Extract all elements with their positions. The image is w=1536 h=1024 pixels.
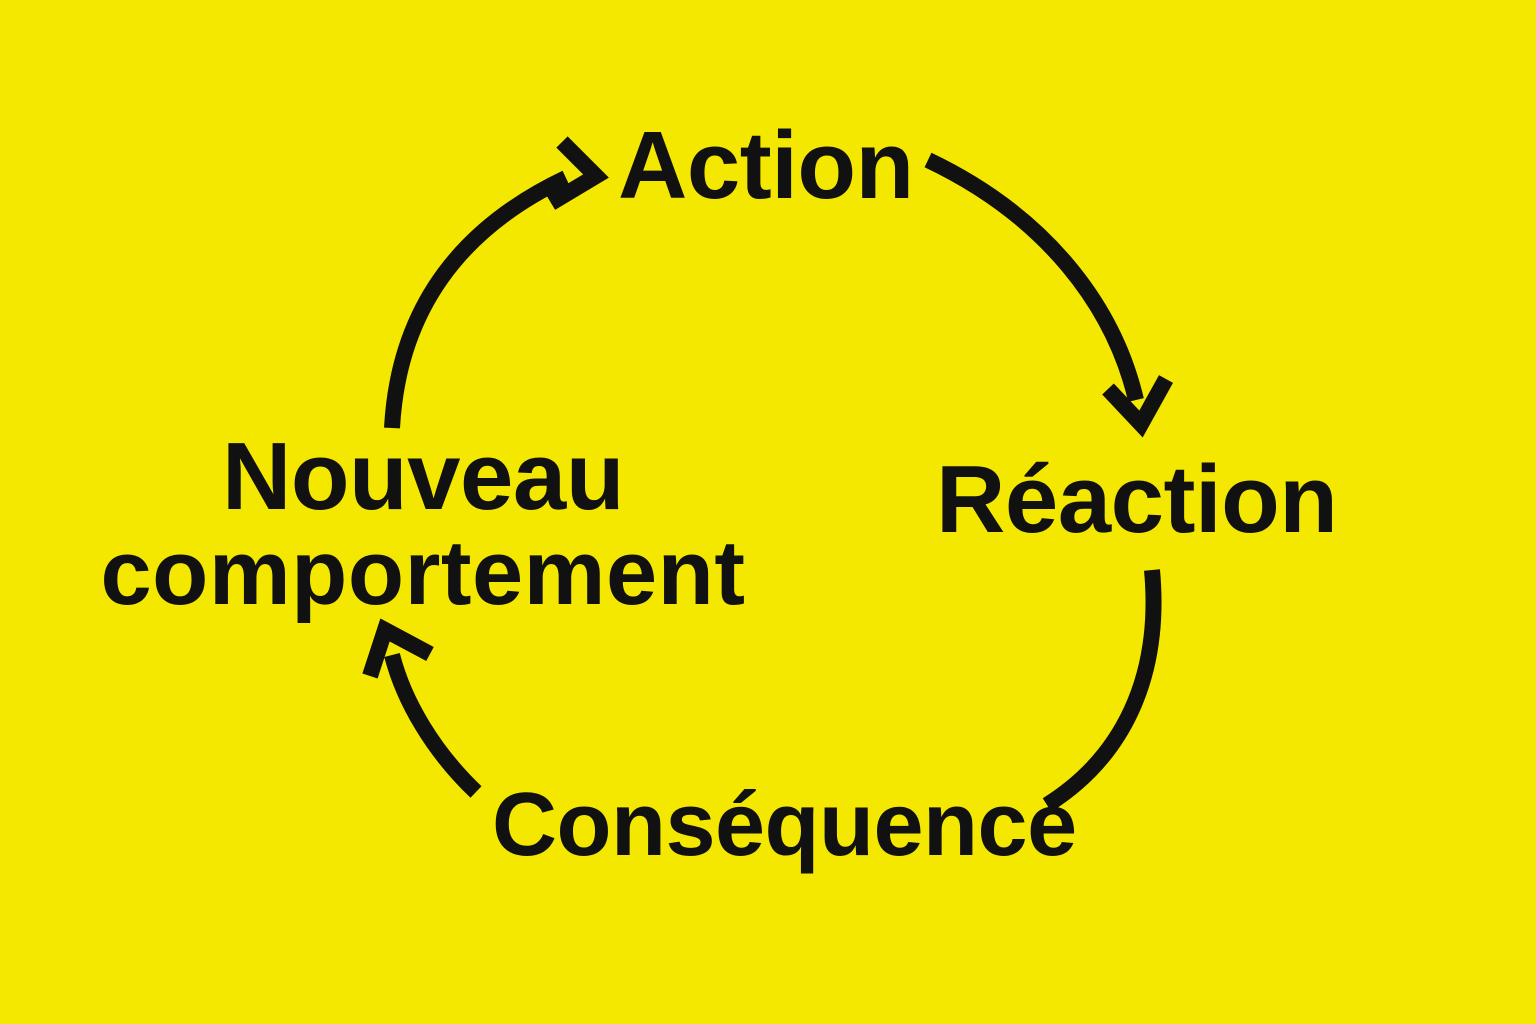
connector-reaction-to-consequence bbox=[1042, 569, 1162, 812]
connector-action-to-reaction-line bbox=[924, 152, 1144, 402]
node-label-nouveau-comportement-line-2: comportement bbox=[100, 522, 746, 625]
node-label-nouveau-comportement: Nouveau comportement bbox=[98, 423, 748, 625]
connector-nouveau-to-action bbox=[384, 136, 609, 429]
node-label-consequence: Conséquence bbox=[492, 775, 1077, 875]
connector-consequence-to-nouveau-line bbox=[384, 652, 482, 798]
connector-action-to-reaction-arrowhead bbox=[1102, 375, 1173, 438]
connector-nouveau-to-action-arrowhead bbox=[546, 136, 609, 210]
connector-nouveau-to-action-line bbox=[384, 170, 570, 429]
connector-reaction-to-consequence-line bbox=[1042, 569, 1162, 812]
node-label-action: Action bbox=[618, 112, 914, 219]
connector-consequence-to-nouveau bbox=[362, 618, 482, 798]
node-label-reaction: Réaction bbox=[936, 446, 1338, 553]
connector-consequence-to-nouveau-arrowhead bbox=[362, 618, 434, 679]
connector-action-to-reaction bbox=[924, 152, 1173, 438]
node-label-nouveau-comportement-line-1: Nouveau bbox=[222, 423, 624, 530]
